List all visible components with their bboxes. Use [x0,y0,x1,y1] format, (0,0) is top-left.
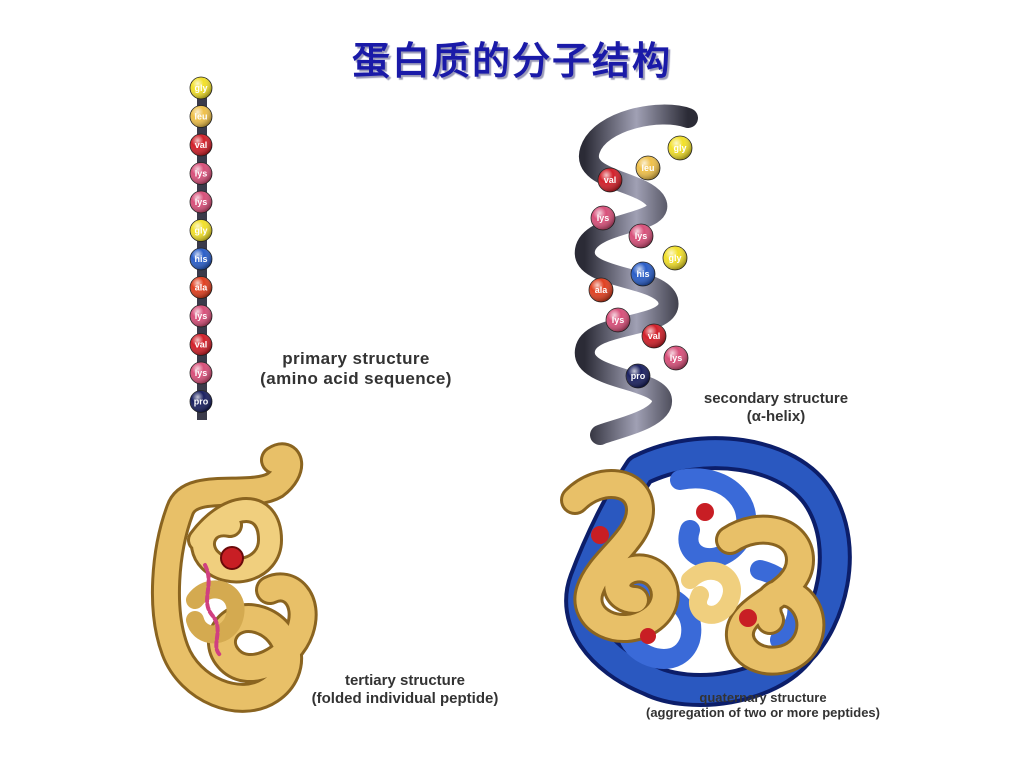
helix-ribbon [575,104,698,445]
secondary-residue-lys: lys [663,345,689,371]
primary-label-line1: primary structure [282,349,430,368]
primary-residue-his: his [189,247,213,271]
primary-residue-ala: ala [189,276,213,299]
primary-residue-beads: gly leu val lys lys gly his ala lys val lys pro [189,76,213,413]
primary-residue-leu: leu [189,105,213,128]
tertiary-tube [153,445,315,710]
primary-residue-lys: lys [189,361,213,385]
quaternary-heme-3 [739,609,757,627]
tertiary-structure-label: tertiary structure (folded individual pe… [300,672,510,707]
tertiary-inner-loop [186,580,245,644]
secondary-residue-label: lys [597,213,610,223]
primary-residue-val: val [189,333,213,356]
primary-residue-lys: lys [189,162,213,185]
primary-residue-label: lys [195,311,208,321]
secondary-residue-label: leu [641,163,654,173]
quaternary-label-line2: (aggregation of two or more peptides) [645,705,880,721]
quaternary-structure-label: quaternary structure (aggregation of two… [618,690,908,721]
tertiary-structure-fold [150,442,318,713]
primary-label-line2: (amino acid sequence) [260,369,452,389]
secondary-residue-label: his [636,269,649,279]
primary-residue-label: his [194,254,207,264]
secondary-residue-val: val [597,167,623,193]
secondary-residue-ala: ala [588,277,614,303]
secondary-residue-val: val [641,323,667,349]
primary-residue-label: gly [194,83,207,93]
tertiary-label-line1: tertiary structure [344,672,466,689]
primary-residue-label: ala [195,283,209,293]
quaternary-gold2-tube [718,517,823,673]
primary-residue-pro: pro [189,390,213,413]
primary-residue-label: lys [195,368,208,378]
tertiary-heme-disc [220,546,244,570]
secondary-structure-helix: gly leu val lys lys gly his ala lys val lys pro [575,104,698,445]
secondary-residue-label: gly [673,143,686,153]
secondary-residue-beads: gly leu val lys lys gly his ala lys val lys pro [588,135,693,389]
primary-residue-gly: gly [189,76,213,100]
secondary-residue-lys: lys [605,307,631,333]
secondary-residue-his: his [630,261,656,287]
tertiary-label-line2: (folded individual peptide) [311,689,499,707]
quaternary-structure-aggregate [560,436,852,707]
primary-residue-label: val [195,340,208,350]
secondary-residue-lys: lys [628,223,654,249]
primary-residue-label: leu [194,112,207,122]
secondary-residue-gly: gly [667,135,693,161]
secondary-residue-lys: lys [590,205,616,231]
primary-residue-label: val [195,140,208,150]
secondary-residue-label: lys [670,353,683,363]
primary-structure-chain: gly leu val lys lys gly his ala lys val lys pro [189,76,213,420]
secondary-residue-label: lys [612,315,625,325]
secondary-label-line2: (α-helix) [746,407,806,425]
primary-structure-label: primary structure (amino acid sequence) [236,349,476,389]
secondary-residue-label: val [604,175,617,185]
primary-residue-val: val [189,133,213,157]
page-title: 蛋白质的分子结构 [351,39,672,83]
primary-residue-lys: lys [189,190,213,214]
secondary-residue-leu: leu [635,155,661,181]
secondary-residue-label: ala [595,285,609,295]
secondary-structure-label: secondary structure (α-helix) [686,390,866,425]
quaternary-heme-4 [640,628,656,644]
secondary-residue-label: gly [668,253,681,263]
primary-residue-label: gly [194,226,207,236]
secondary-residue-label: val [648,331,661,341]
secondary-residue-pro: pro [625,363,651,389]
secondary-residue-gly: gly [662,245,688,271]
quaternary-heme-1 [591,526,609,544]
primary-residue-label: lys [195,169,208,179]
quaternary-gold-center [681,561,741,624]
primary-residue-label: lys [195,197,208,207]
primary-residue-lys: lys [189,304,213,328]
secondary-label-line1: secondary structure [703,390,849,407]
tertiary-embedded-helix [203,563,222,657]
secondary-residue-label: pro [631,371,646,381]
quaternary-heme-2 [696,503,714,521]
quaternary-gold1-tube [563,472,677,641]
primary-residue-label: pro [194,397,209,407]
primary-residue-gly: gly [189,219,213,242]
secondary-residue-label: lys [635,231,648,241]
tertiary-loop [190,500,280,581]
quaternary-label-line1: quaternary structure [699,690,827,705]
